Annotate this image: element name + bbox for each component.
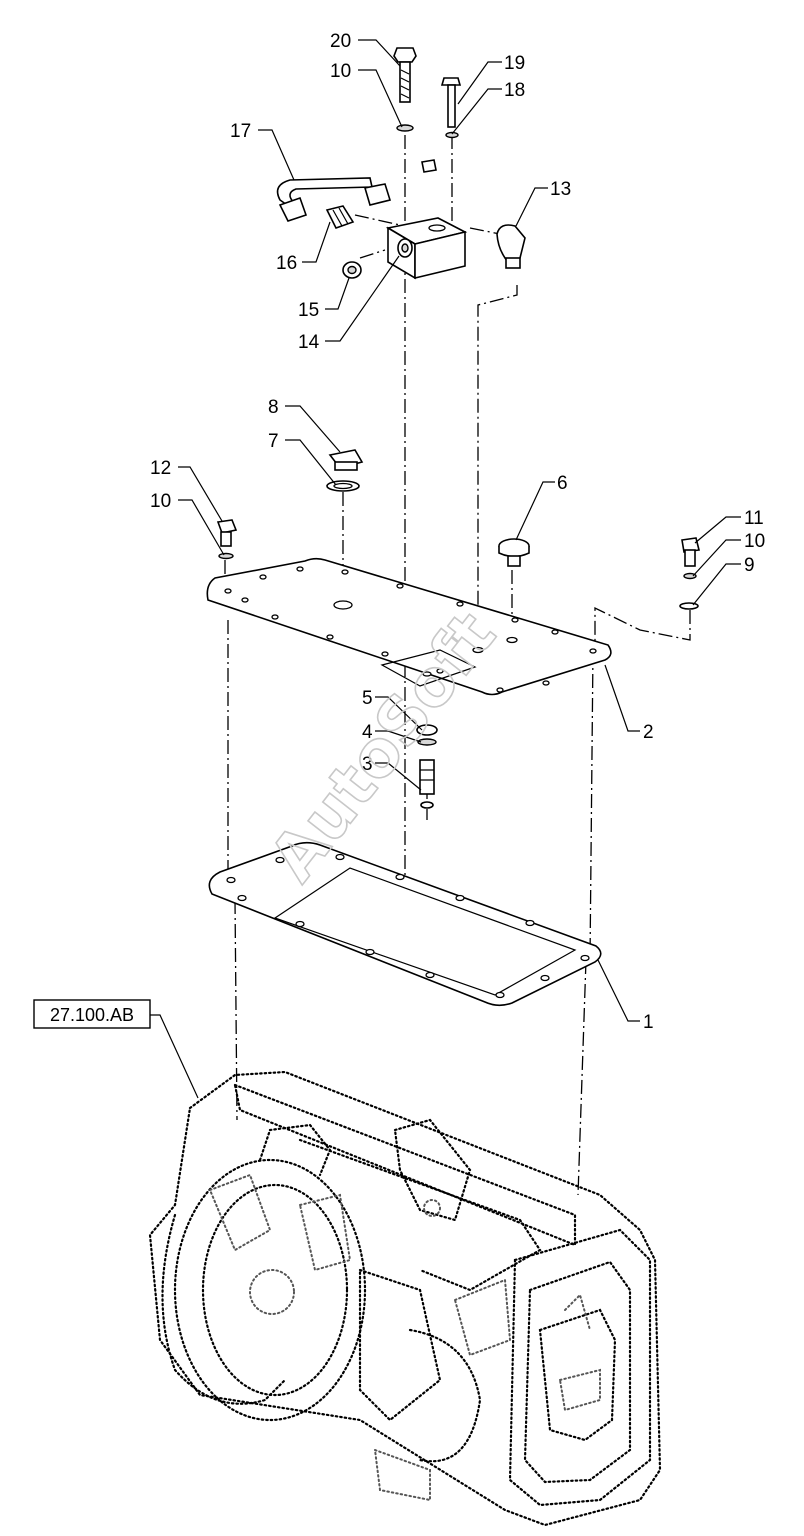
- pipe-17: [276, 177, 392, 222]
- callout-3: 3: [362, 754, 373, 775]
- breather-6: [498, 538, 530, 567]
- callout-17: 17: [230, 121, 251, 142]
- callout-8: 8: [268, 397, 279, 418]
- plug-5-4-3: [416, 724, 438, 809]
- block-14: [385, 217, 468, 280]
- callout-9: 9: [744, 555, 755, 576]
- callout-1: 1: [643, 1012, 654, 1033]
- callout-7: 7: [268, 431, 279, 452]
- bolt-19: [440, 77, 462, 139]
- callout-4: 4: [362, 722, 373, 743]
- cover-plate-2: [206, 557, 612, 696]
- callout-14: 14: [298, 332, 320, 353]
- small-plug: [421, 159, 437, 173]
- gasket-1: [208, 841, 602, 1007]
- callout-2: 2: [643, 722, 654, 743]
- transmission-housing: [148, 1070, 662, 1527]
- callout-20: 20: [330, 31, 351, 52]
- gasket-holes: [226, 853, 590, 999]
- callout-11: 11: [744, 508, 764, 529]
- reference-label: 27.100.AB: [50, 1005, 134, 1025]
- cover-holes: [224, 566, 597, 693]
- callout-6: 6: [557, 473, 568, 494]
- bolt-20: [393, 47, 417, 132]
- bolt-11: [679, 537, 700, 610]
- callouts: 20 10 19 18 17 13 16 15 14 8 7 12 10 6 1…: [150, 31, 765, 1033]
- callout-5: 5: [362, 688, 373, 709]
- callout-10-right: 10: [744, 531, 765, 552]
- callout-15: 15: [298, 300, 319, 321]
- bolt-12: [216, 519, 238, 560]
- callout-12: 12: [150, 458, 171, 479]
- fitting-16: [325, 205, 355, 229]
- plug-8: [326, 449, 364, 492]
- callout-19: 19: [504, 53, 525, 74]
- callout-10-top: 10: [330, 61, 351, 82]
- elbow-13: [496, 224, 526, 269]
- callout-10-left: 10: [150, 491, 171, 512]
- callout-18: 18: [504, 80, 525, 101]
- reference-box: 27.100.AB: [33, 999, 151, 1029]
- plug-15: [342, 261, 362, 279]
- callout-16: 16: [276, 253, 297, 274]
- callout-13: 13: [550, 179, 571, 200]
- leader-lines: [150, 39, 741, 1099]
